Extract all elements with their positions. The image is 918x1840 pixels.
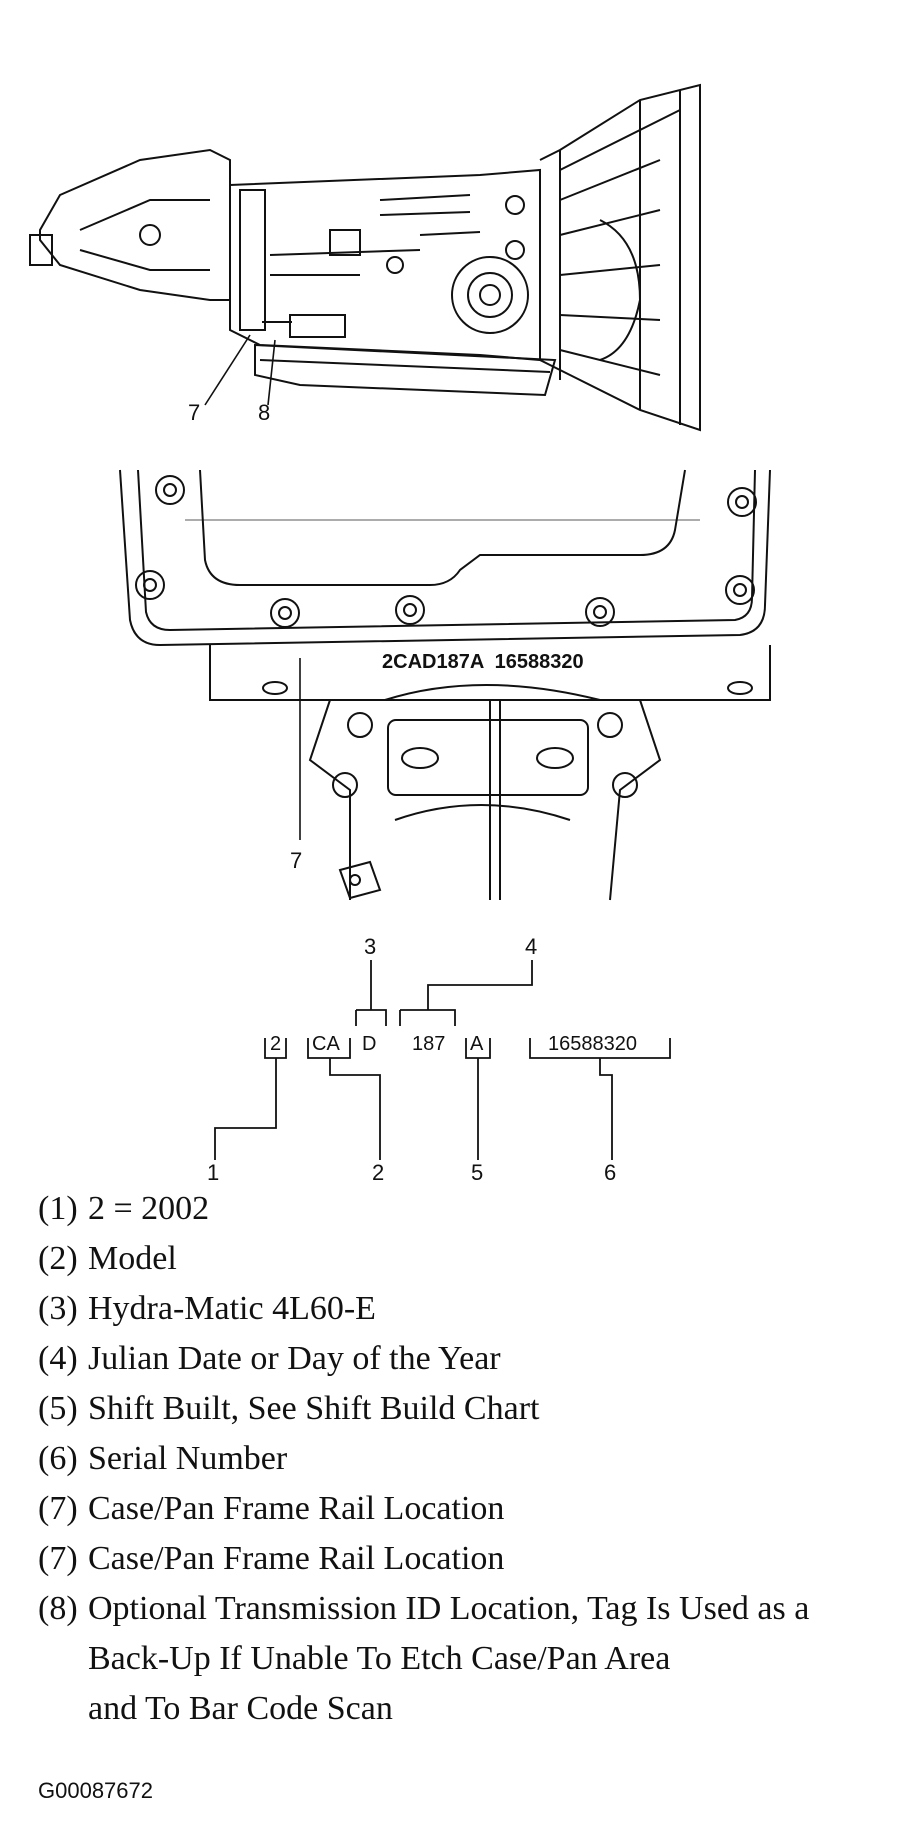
legend-item: (5) Shift Built, See Shift Build Chart bbox=[38, 1384, 908, 1434]
callout-7-pan: 7 bbox=[290, 848, 302, 873]
legend-number: (1) bbox=[38, 1190, 78, 1227]
transmission-diagram: 7 8 2 CA D 187 bbox=[29, 83, 771, 1180]
decode-trans: D bbox=[362, 1033, 376, 1055]
transmission-side-view bbox=[29, 83, 701, 432]
figure-code: G00087672 bbox=[38, 1778, 153, 1803]
callout-1: 1 bbox=[207, 1160, 219, 1180]
legend-text: Hydra-Matic 4L60-E bbox=[88, 1290, 376, 1327]
legend-item: (7) Case/Pan Frame Rail Location bbox=[38, 1534, 908, 1584]
legend-item: (1) 2 = 2002 bbox=[38, 1184, 908, 1234]
legend-continuation: Back-Up If Unable To Etch Case/Pan Area bbox=[88, 1640, 671, 1677]
legend-continuation: and To Bar Code Scan bbox=[88, 1690, 393, 1727]
callout-3: 3 bbox=[364, 934, 376, 959]
legend-item: (2) Model bbox=[38, 1234, 908, 1284]
legend: (1) 2 = 2002 (2) Model (3) Hydra-Matic 4L60… bbox=[38, 1184, 908, 1734]
legend-text: Model bbox=[88, 1240, 177, 1277]
callout-8-top: 8 bbox=[258, 400, 270, 425]
pan-closeup-view bbox=[119, 469, 771, 901]
legend-number: (7) bbox=[38, 1490, 78, 1527]
callout-leaders-top bbox=[204, 334, 276, 406]
legend-number: (5) bbox=[38, 1390, 78, 1427]
legend-text: Julian Date or Day of the Year bbox=[88, 1340, 501, 1377]
pan-etching-text: 2CAD187A 16588320 bbox=[382, 651, 584, 673]
legend-text: Case/Pan Frame Rail Location bbox=[88, 1540, 505, 1577]
code-decode-brackets bbox=[214, 960, 671, 1160]
decode-shift: A bbox=[470, 1033, 484, 1055]
legend-number: (8) bbox=[38, 1590, 78, 1627]
legend-text: 2 = 2002 bbox=[88, 1190, 210, 1227]
legend-item: (6) Serial Number bbox=[38, 1434, 908, 1484]
legend-text: Shift Built, See Shift Build Chart bbox=[88, 1390, 540, 1427]
legend-number: (7) bbox=[38, 1540, 78, 1577]
legend-text: Case/Pan Frame Rail Location bbox=[88, 1490, 505, 1527]
decode-year: 2 bbox=[270, 1033, 281, 1055]
decode-model: CA bbox=[312, 1033, 340, 1055]
callout-5: 5 bbox=[471, 1160, 483, 1180]
callout-4: 4 bbox=[525, 934, 537, 959]
callout-6: 6 bbox=[604, 1160, 616, 1180]
legend-text: Optional Transmission ID Location, Tag I… bbox=[88, 1590, 810, 1627]
decode-serial: 16588320 bbox=[548, 1033, 637, 1055]
legend-number: (3) bbox=[38, 1290, 78, 1327]
decode-julian: 187 bbox=[412, 1033, 445, 1055]
legend-number: (6) bbox=[38, 1440, 78, 1477]
legend-number: (2) bbox=[38, 1240, 78, 1277]
legend-item: (4) Julian Date or Day of the Year bbox=[38, 1334, 908, 1384]
legend-number: (4) bbox=[38, 1340, 78, 1377]
legend-item: (3) Hydra-Matic 4L60-E bbox=[38, 1284, 908, 1334]
callout-2: 2 bbox=[372, 1160, 384, 1180]
callout-7-top: 7 bbox=[188, 400, 200, 425]
legend-text: Serial Number bbox=[88, 1440, 288, 1477]
legend-item: (8) Optional Transmission ID Location, Ta… bbox=[38, 1584, 908, 1634]
legend-item: (7) Case/Pan Frame Rail Location bbox=[38, 1484, 908, 1534]
